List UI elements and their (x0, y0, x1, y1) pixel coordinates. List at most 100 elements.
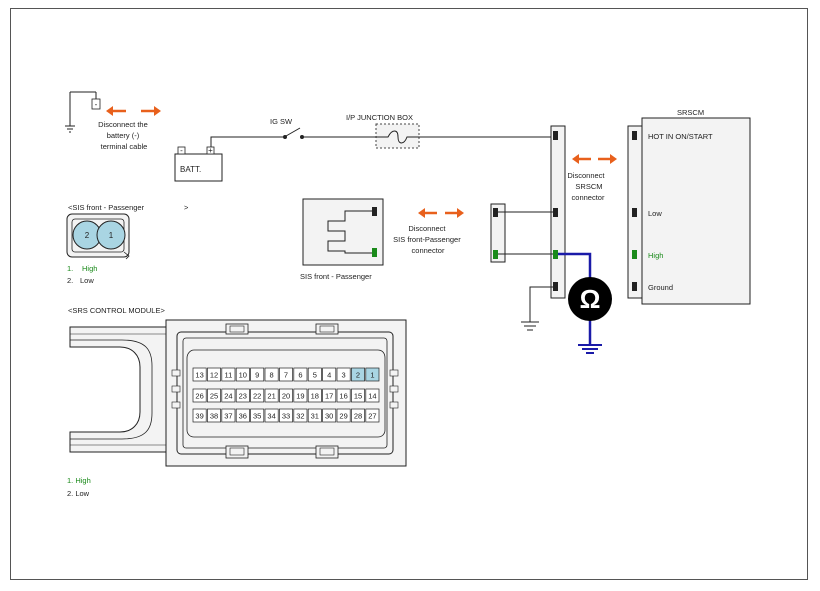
module-legend-2: 2. Low (67, 489, 90, 498)
module-pin-number: 2 (356, 371, 360, 380)
module-pin-cell (279, 408, 293, 423)
module-pin-number: 26 (195, 392, 203, 401)
battery-power-wire (210, 136, 285, 147)
module-pin-number: 4 (327, 371, 331, 380)
module-pin-number: 1 (370, 371, 374, 380)
module-pin-number: 11 (225, 371, 233, 380)
ground-wire (529, 286, 553, 322)
srscm-harness-connector (550, 125, 566, 299)
sis-disconnect-arrows (418, 208, 464, 218)
sis-section-title-end: > (184, 203, 189, 212)
module-pin-cell (207, 408, 221, 423)
module-pin-number: 25 (210, 392, 218, 401)
ohm-symbol: Ω (580, 284, 601, 314)
srscm-pin-ground: Ground (648, 283, 673, 292)
module-pin-cell (207, 388, 221, 403)
ground-symbol (521, 321, 539, 331)
sis-connector-face: 2 1 (66, 213, 130, 260)
module-pin-number: 20 (282, 392, 290, 401)
svg-text:1: 1 (109, 231, 114, 240)
module-pin-cell (221, 388, 236, 403)
module-pin-cell (307, 388, 322, 403)
module-pin-number: 6 (298, 371, 302, 380)
module-pin-number: 31 (311, 412, 319, 421)
module-pin-cell (235, 408, 250, 423)
module-pin-cell (322, 408, 337, 423)
module-pin-number: 13 (195, 371, 203, 380)
module-pin-cell (336, 408, 351, 423)
module-pin-cell (307, 367, 322, 382)
sis-pin-1 (96, 220, 126, 250)
ignition-switch (283, 127, 304, 139)
module-pin-number: 19 (296, 392, 304, 401)
sis-legend-2: 2. Low (67, 276, 94, 285)
srscm-pin-hot-in: HOT IN ON/START (648, 132, 713, 141)
srscm-pin-high: High (648, 251, 663, 260)
module-pin-number: 14 (368, 392, 376, 401)
module-pin-cell (351, 408, 365, 423)
module-pin-cell (264, 367, 279, 382)
battery-minus-sign: - (180, 146, 183, 155)
module-legend-1: 1. High (67, 476, 91, 485)
meter-probe-lead (558, 252, 592, 280)
module-pin-cell (207, 367, 221, 382)
module-pin-number: 21 (267, 392, 275, 401)
battery-label: BATT. (180, 165, 201, 174)
module-pin-cell (264, 388, 279, 403)
module-pin-number: 22 (253, 392, 261, 401)
battery-terminal: - (65, 91, 101, 133)
srscm-disconnect-arrows (572, 154, 617, 164)
ohm-meter (568, 277, 612, 321)
module-section-title: <SRS CONTROL MODULE> (68, 306, 165, 315)
module-pin-cell (264, 408, 279, 423)
sis-harness-connector (490, 203, 506, 263)
module-pin-number: 9 (255, 371, 259, 380)
module-pin-number: 39 (195, 412, 203, 421)
srscm-module (627, 117, 751, 305)
module-pin-cell (293, 408, 308, 423)
module-pin-cell (351, 367, 365, 382)
module-pin-number: 15 (354, 392, 362, 401)
ig-sw-label: IG SW (270, 117, 293, 126)
battery-plus-sign: + (208, 146, 213, 155)
module-pin-number: 32 (296, 412, 304, 421)
sis-disconnect-text: Disconnect SIS front-Passenger connector (393, 224, 463, 255)
module-pin-cell (351, 388, 365, 403)
meter-ground-symbol (578, 344, 602, 354)
module-pin-number: 5 (313, 371, 317, 380)
sis-section-title: <SIS front - Passenger (68, 203, 145, 212)
sis-front-passenger-component (302, 198, 384, 266)
module-pin-cell (322, 367, 337, 382)
module-pin-cell (250, 367, 265, 382)
module-pin-number: 37 (224, 412, 232, 421)
module-pin-number: 23 (239, 392, 247, 401)
module-pin-cell (221, 408, 236, 423)
module-pin-number: 30 (325, 412, 333, 421)
module-pin-number: 35 (253, 412, 261, 421)
module-pin-cell (322, 388, 337, 403)
module-pin-number: 34 (267, 412, 275, 421)
module-pin-cell (307, 408, 322, 423)
junction-box (375, 123, 420, 149)
module-latch-arms (69, 326, 167, 453)
module-pin-cell (293, 367, 308, 382)
module-pin-cell (365, 408, 380, 423)
module-pin-cell (279, 388, 293, 403)
module-pin-number: 28 (354, 412, 362, 421)
module-pin-number: 38 (210, 412, 218, 421)
battery-disconnect-arrows (106, 106, 161, 116)
module-pin-number: 36 (239, 412, 247, 421)
module-pin-cell (250, 388, 265, 403)
module-pin-cell (192, 408, 207, 423)
module-pin-number: 24 (224, 392, 232, 401)
svg-text:2: 2 (85, 231, 90, 240)
junction-box-label: I/P JUNCTION BOX (346, 113, 413, 122)
module-pin-number: 12 (210, 371, 218, 380)
module-pin-cell (279, 367, 293, 382)
module-pin-cell (365, 388, 380, 403)
module-pin-number: 16 (339, 392, 347, 401)
module-pin-cell (192, 388, 207, 403)
